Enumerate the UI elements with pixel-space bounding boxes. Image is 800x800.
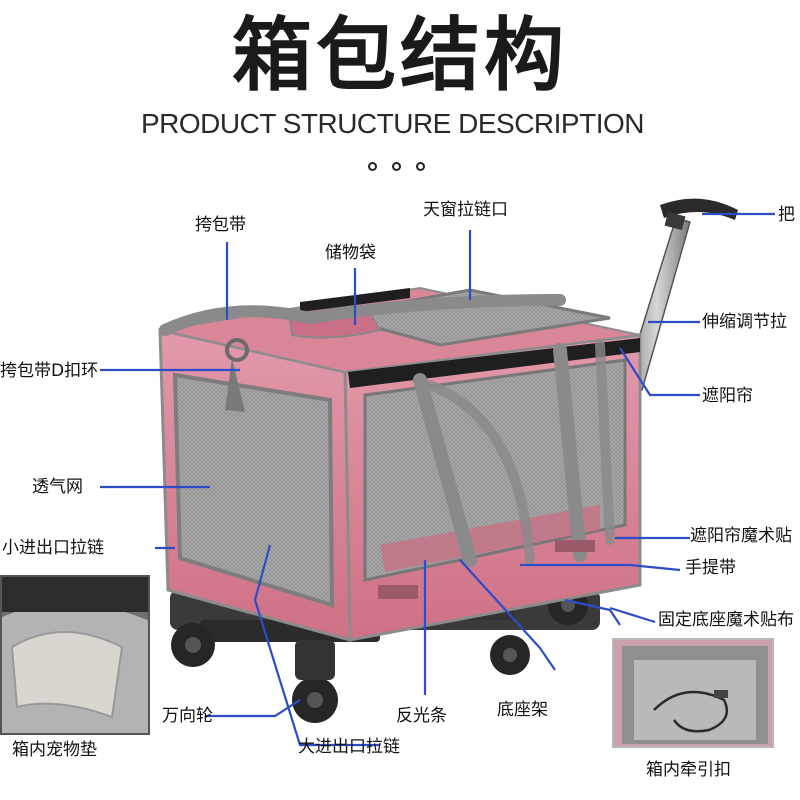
label-pet-pad: 箱内宠物垫 xyxy=(12,740,97,760)
label-mesh: 透气网 xyxy=(32,477,83,497)
label-large-door-zipper: 大进出口拉链 xyxy=(298,737,400,757)
dot-icon xyxy=(392,162,401,171)
leash-inset xyxy=(612,638,774,748)
label-sunshade: 遮阳帘 xyxy=(702,386,753,406)
leash-image xyxy=(614,640,772,746)
page-title: 箱包结构 xyxy=(232,9,568,102)
label-shoulder-strap: 挎包带 xyxy=(195,215,246,235)
label-sunshade-velcro: 遮阳帘魔术贴 xyxy=(690,526,792,546)
label-storage-bag: 储物袋 xyxy=(325,243,376,263)
label-leash: 箱内牵引扣 xyxy=(646,760,731,780)
label-base-frame: 底座架 xyxy=(497,700,548,720)
callout-lines xyxy=(100,212,775,747)
straps xyxy=(159,294,615,567)
label-small-door-zipper: 小进出口拉链 xyxy=(2,538,104,558)
label-telescopic-rod: 伸缩调节拉 xyxy=(702,312,787,332)
dot-icon xyxy=(368,162,377,171)
label-base-velcro: 固定底座魔术贴布 xyxy=(658,610,794,630)
label-skylight-zipper: 天窗拉链口 xyxy=(423,200,508,220)
label-handle: 把 xyxy=(778,205,795,225)
decorative-dots xyxy=(366,160,436,176)
label-d-ring: 挎包带D扣环 xyxy=(0,361,99,381)
page-subtitle: PRODUCT STRUCTURE DESCRIPTION xyxy=(140,108,645,139)
label-wheels: 万向轮 xyxy=(162,706,213,726)
pet-pad-image xyxy=(2,577,148,733)
label-reflective-strip: 反光条 xyxy=(396,706,447,726)
pet-pad-inset xyxy=(0,575,150,735)
label-carry-handle: 手提带 xyxy=(685,558,736,578)
dot-icon xyxy=(416,162,425,171)
